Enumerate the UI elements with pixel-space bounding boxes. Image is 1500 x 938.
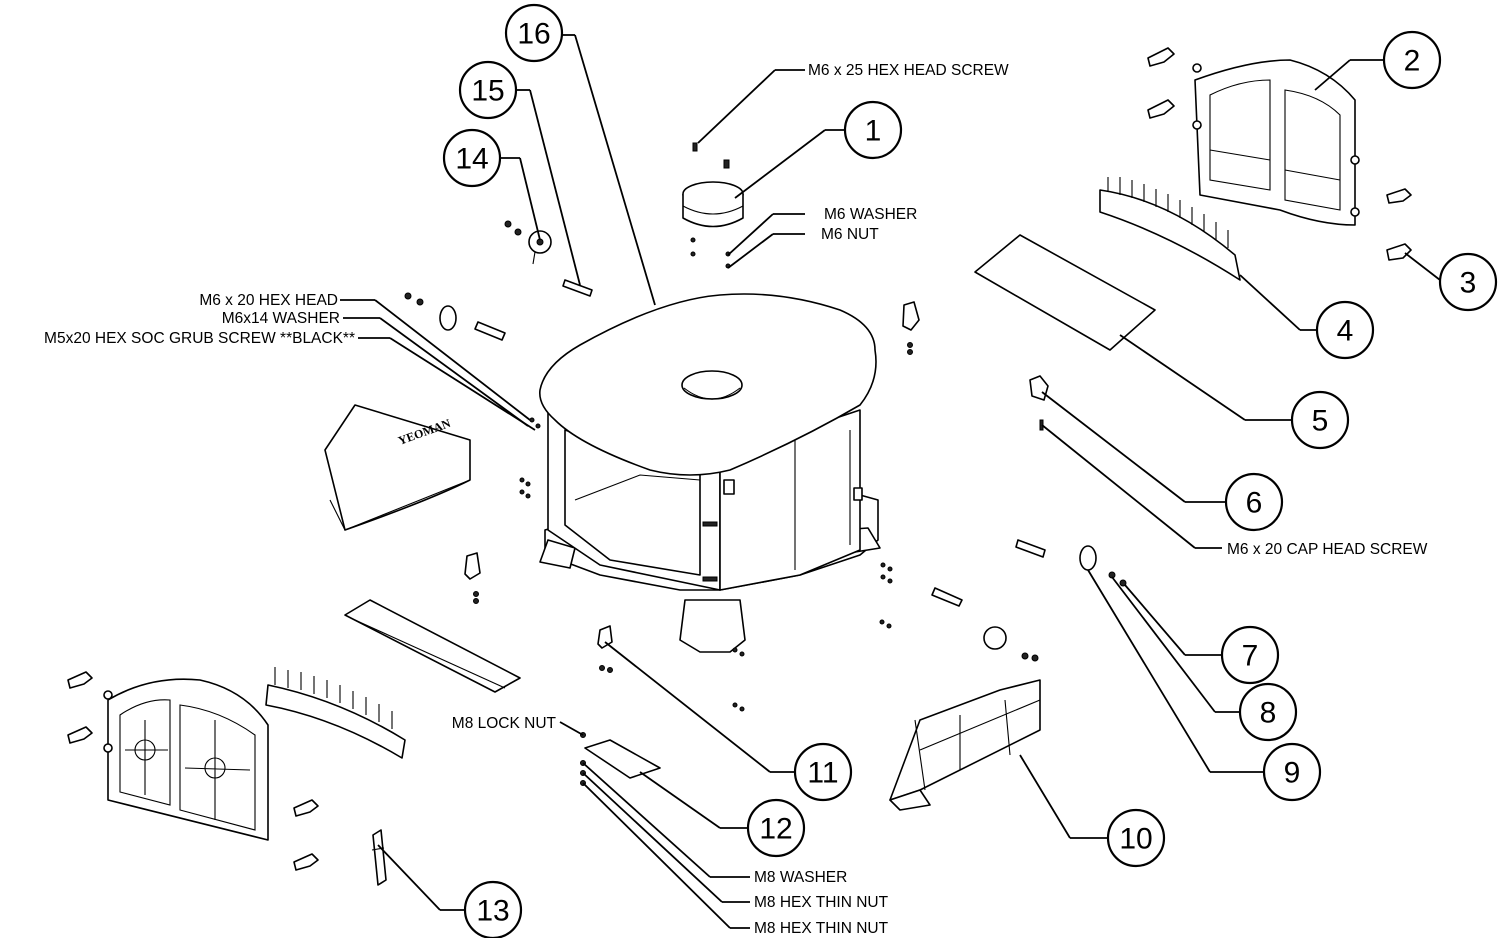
callout-9: 9 bbox=[1262, 742, 1322, 802]
callout-3: 3 bbox=[1438, 252, 1498, 312]
svg-text:13: 13 bbox=[476, 895, 509, 928]
callout-11: 11 bbox=[793, 742, 853, 802]
callout-14: 14 bbox=[442, 128, 502, 188]
log-guard-right bbox=[1099, 177, 1241, 281]
callout-5: 5 bbox=[1290, 390, 1350, 450]
callout-8: 8 bbox=[1238, 682, 1298, 742]
callout-15: 15 bbox=[458, 60, 518, 120]
label-m6x20-hex-head: M6 x 20 HEX HEAD bbox=[199, 292, 338, 309]
svg-text:6: 6 bbox=[1246, 487, 1263, 520]
emblem-plate: YEOMAN bbox=[324, 404, 471, 531]
svg-text:10: 10 bbox=[1119, 823, 1152, 856]
svg-text:11: 11 bbox=[807, 757, 838, 790]
label-m5x20-grub-screw: M5x20 HEX SOC GRUB SCREW **BLACK** bbox=[44, 330, 355, 347]
label-m6x14-washer: M6x14 WASHER bbox=[222, 310, 340, 327]
callout-10: 10 bbox=[1106, 808, 1166, 868]
callout-2: 2 bbox=[1382, 30, 1442, 90]
air-control-wheel-left bbox=[404, 292, 457, 331]
callout-4: 4 bbox=[1315, 300, 1375, 360]
callout-6: 6 bbox=[1224, 472, 1284, 532]
bracket-right bbox=[1029, 375, 1049, 431]
svg-text:3: 3 bbox=[1460, 267, 1477, 300]
baffle-plate-right bbox=[974, 234, 1156, 351]
callout-16: 16 bbox=[504, 3, 564, 63]
spinner-plate bbox=[580, 732, 661, 786]
front-doors bbox=[67, 671, 319, 871]
bracket-left bbox=[464, 552, 481, 604]
pins bbox=[474, 279, 1046, 607]
stove-body bbox=[538, 293, 881, 653]
door-handle bbox=[371, 829, 387, 886]
bracket-11 bbox=[597, 625, 613, 673]
svg-text:16: 16 bbox=[517, 18, 550, 51]
bracket-top bbox=[902, 301, 920, 355]
log-guard-left bbox=[265, 667, 406, 759]
svg-text:5: 5 bbox=[1312, 405, 1329, 438]
label-m8-hex-thin-nut-1: M8 HEX THIN NUT bbox=[754, 894, 889, 911]
air-control-wheel-right bbox=[983, 545, 1127, 662]
ash-pan bbox=[889, 679, 1041, 811]
baffle-plate-left bbox=[344, 599, 521, 693]
svg-text:4: 4 bbox=[1337, 315, 1354, 348]
air-control-wheel bbox=[504, 220, 552, 265]
label-m8-washer: M8 WASHER bbox=[754, 869, 847, 886]
label-m6-nut: M6 NUT bbox=[821, 226, 879, 243]
svg-text:1: 1 bbox=[865, 115, 882, 148]
rear-door-frame bbox=[1192, 59, 1360, 226]
svg-text:15: 15 bbox=[471, 75, 504, 108]
label-m6x20-cap-head-screw: M6 x 20 CAP HEAD SCREW bbox=[1227, 541, 1428, 558]
flue-collar bbox=[682, 181, 744, 228]
svg-text:14: 14 bbox=[455, 143, 488, 176]
svg-text:9: 9 bbox=[1284, 757, 1301, 790]
svg-text:8: 8 bbox=[1260, 697, 1277, 730]
collar-screws bbox=[690, 142, 731, 269]
callout-7: 7 bbox=[1220, 625, 1280, 685]
callout-1: 1 bbox=[843, 100, 903, 160]
svg-text:12: 12 bbox=[759, 813, 792, 846]
svg-text:2: 2 bbox=[1404, 45, 1421, 78]
leader-lines bbox=[340, 34, 1441, 929]
callout-13: 13 bbox=[463, 880, 523, 938]
label-m6-washer: M6 WASHER bbox=[824, 206, 917, 223]
label-m8-lock-nut: M8 LOCK NUT bbox=[452, 715, 557, 732]
label-m6x25-hex-head-screw: M6 x 25 HEX HEAD SCREW bbox=[808, 62, 1009, 79]
label-m8-hex-thin-nut-2: M8 HEX THIN NUT bbox=[754, 920, 889, 937]
fasteners bbox=[519, 417, 893, 712]
callout-12: 12 bbox=[746, 798, 806, 858]
svg-text:7: 7 bbox=[1242, 640, 1259, 673]
